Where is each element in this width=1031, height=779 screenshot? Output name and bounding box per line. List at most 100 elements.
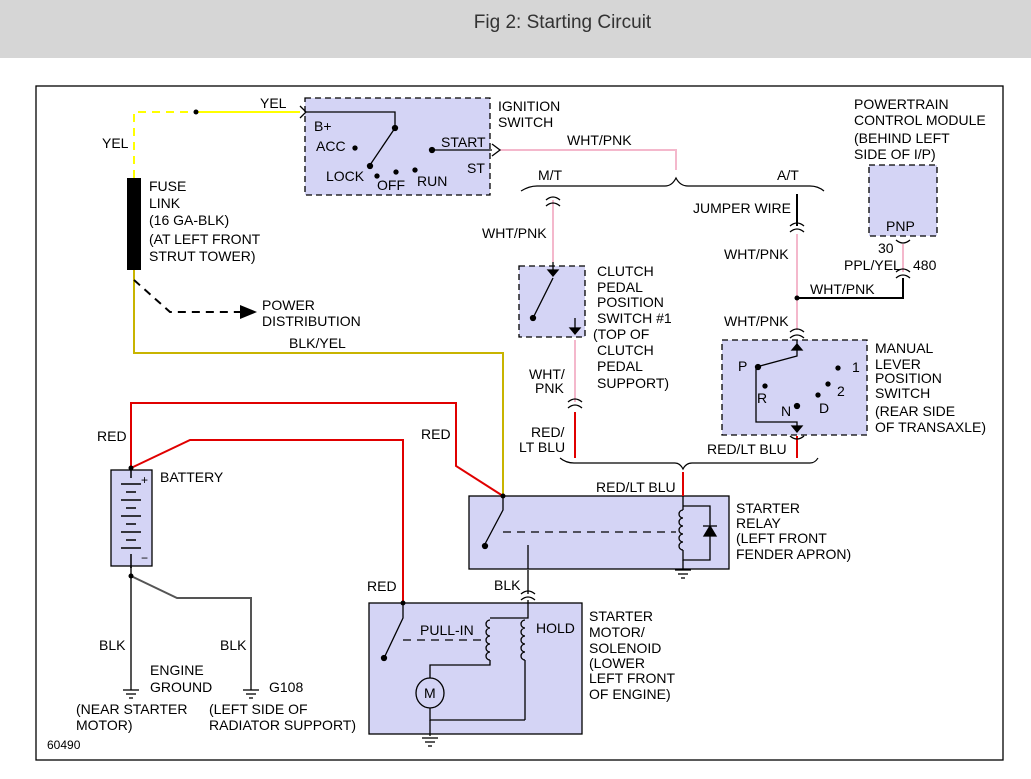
- power-distribution-label: DISTRIBUTION: [262, 313, 361, 329]
- starter-motor-label: MOTOR/: [589, 624, 645, 640]
- motor-icon: [415, 677, 445, 709]
- fuse-link-label: (16 GA-BLK): [149, 212, 229, 228]
- wire-red-battery: [130, 402, 504, 497]
- arrow-icon: [240, 305, 257, 319]
- connector-icon: [299, 105, 911, 601]
- red-lt-blu-bracket: [559, 457, 819, 471]
- pnp-label: PNP: [886, 218, 915, 234]
- wire-wht-pnk-pcm: [797, 278, 904, 299]
- hold-label: HOLD: [536, 620, 575, 636]
- starter-relay-label: RELAY: [736, 515, 782, 531]
- wire-label-red-lt-blu: RED/LT BLU: [707, 441, 787, 457]
- pcm-label: SIDE OF I/P): [854, 146, 936, 162]
- title-bar: Fig 2: Starting Circuit: [0, 0, 1031, 58]
- ignition-switch-box: [304, 97, 491, 196]
- wire-label-blk: BLK: [494, 577, 521, 593]
- mlps-label: LEVER: [875, 356, 921, 372]
- mlps-pos-n: N: [781, 403, 791, 419]
- pin-label-off: OFF: [377, 177, 405, 193]
- battery-box: [110, 469, 153, 567]
- power-distribution-label: POWER: [262, 297, 315, 313]
- starter-motor-box: [368, 602, 583, 735]
- pin-480-label: 480: [913, 257, 937, 273]
- clutch-switch-label: PEDAL: [597, 279, 643, 295]
- wire-label-wht-pnk: WHT/PNK: [810, 281, 875, 297]
- mlps-pos-2: 2: [837, 383, 845, 399]
- page-title: Fig 2: Starting Circuit: [473, 12, 652, 33]
- wire-label-wht-pnk: WHT/PNK: [567, 132, 632, 148]
- clutch-switch-label: (TOP OF: [593, 326, 649, 342]
- wire-label-red-lt-blu: RED/LT BLU: [596, 479, 676, 495]
- starter-motor-label: (LOWER: [589, 655, 645, 671]
- at-label: A/T: [777, 167, 799, 183]
- mt-at-bracket: [520, 176, 825, 192]
- wire-red-motor: [130, 439, 404, 603]
- wire-label-blk: BLK: [220, 637, 247, 653]
- battery-minus-icon: −: [141, 551, 148, 565]
- wire-label-wht-pnk-clutch-out: PNK: [535, 380, 564, 396]
- pcm-label: POWERTRAIN: [854, 96, 949, 112]
- starter-relay-box: [468, 495, 730, 570]
- splice: [128, 573, 134, 579]
- fuse-link-label: FUSE: [149, 178, 186, 194]
- pin-label-start: START: [441, 134, 486, 150]
- engine-ground-location: (NEAR STARTER: [76, 701, 188, 717]
- battery-label: BATTERY: [160, 469, 224, 485]
- wire-yel: [133, 111, 196, 178]
- engine-ground-location: MOTOR): [76, 717, 133, 733]
- mlps-contacts: [754, 340, 841, 434]
- clutch-switch-label: CLUTCH: [597, 342, 654, 358]
- ignition-switch-label: IGNITION: [498, 98, 560, 114]
- wire-label-red: RED: [97, 428, 127, 444]
- mlps-label: MANUAL: [875, 340, 934, 356]
- pin-label-run: RUN: [417, 173, 447, 189]
- clutch-switch-label: PEDAL: [597, 358, 643, 374]
- motor-internals: [380, 600, 529, 747]
- g108-location: (LEFT SIDE OF: [209, 701, 308, 717]
- engine-ground-label: GROUND: [150, 679, 212, 695]
- mlps-label: (REAR SIDE: [875, 403, 955, 419]
- pcm-box: [868, 164, 938, 237]
- fuse-link: [127, 178, 141, 270]
- starter-motor-label: LEFT FRONT: [589, 670, 676, 686]
- mlps-pos-1: 1: [852, 359, 860, 375]
- wire-label-wht-pnk: WHT/PNK: [482, 225, 547, 241]
- figure-number: 60490: [47, 738, 81, 752]
- wire-label-red-lt-blu: LT BLU: [519, 439, 565, 455]
- wire-label-red: RED: [367, 578, 397, 594]
- fuse-link-label: (AT LEFT FRONT: [149, 231, 261, 247]
- clutch-switch-label: POSITION: [597, 294, 664, 310]
- g108-label: G108: [269, 679, 303, 695]
- diagram-frame: [35, 85, 1004, 761]
- wire-blk-g108: [130, 575, 252, 684]
- mlps-pos-d: D: [819, 400, 829, 416]
- fuse-link-label: STRUT TOWER): [149, 248, 256, 264]
- clutch-contacts: [529, 262, 582, 336]
- motor-label: M: [424, 685, 436, 701]
- mt-label: M/T: [538, 167, 563, 183]
- jumper-wire-label: JUMPER WIRE: [693, 200, 791, 216]
- clutch-switch-label: SWITCH #1: [597, 310, 672, 326]
- mlps-box: [721, 339, 868, 436]
- wire-label-red: RED: [421, 426, 451, 442]
- mlps-pos-r: R: [757, 390, 767, 406]
- ground-icon: [123, 684, 139, 699]
- starter-relay-label: FENDER APRON): [736, 546, 851, 562]
- pull-in-label: PULL-IN: [420, 622, 474, 638]
- g108-location: RADIATOR SUPPORT): [209, 717, 356, 733]
- wire-wht-pnk-start: [500, 149, 677, 170]
- wire-label-blk: BLK: [99, 637, 126, 653]
- pcm-label: (BEHIND LEFT: [854, 130, 950, 146]
- wire-label-wht-pnk-clutch-out: WHT/: [529, 366, 565, 382]
- mlps-label: POSITION: [875, 370, 942, 386]
- wire-label-red-lt-blu: RED/: [531, 424, 565, 440]
- relay-internals: [481, 496, 718, 579]
- pin-30-label: 30: [878, 240, 894, 256]
- mlps-label: OF TRANSAXLE): [875, 419, 986, 435]
- wire-label-wht-pnk: WHT/PNK: [724, 246, 789, 262]
- pin-label-st: ST: [467, 160, 485, 176]
- starter-relay-label: STARTER: [736, 500, 800, 516]
- pin-label-acc: ACC: [316, 138, 346, 154]
- mlps-label: SWITCH: [875, 385, 930, 401]
